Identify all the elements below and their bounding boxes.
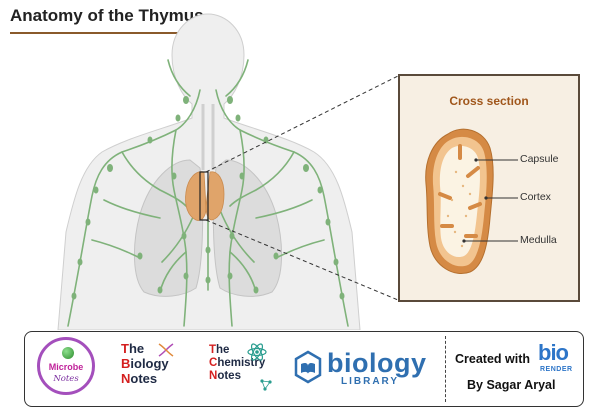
microbe-icon (62, 347, 74, 359)
biology-library-logo[interactable]: biology LIBRARY (293, 348, 439, 394)
cells (446, 170, 472, 248)
the-chemistry-notes-logo[interactable]: The Chemistry Notes (209, 342, 305, 402)
molecule-icon (260, 379, 272, 391)
cross-section-heading: Cross section (449, 94, 529, 108)
label-capsule: Capsule (520, 153, 559, 165)
hexagon-book-icon (294, 350, 322, 384)
biorender-logo[interactable]: bio (538, 340, 569, 365)
lymph-nodes (71, 96, 345, 300)
label-medulla: Medulla (520, 234, 557, 246)
trachea (201, 104, 215, 170)
title-underline (10, 32, 196, 34)
microbe-notes-logo[interactable]: Microbe Notes (25, 332, 105, 406)
thymus-cross-section (425, 128, 518, 274)
page-title: Anatomy of the Thymus (10, 6, 204, 25)
the-biology-notes-logo[interactable]: The Biology Notes (121, 340, 211, 400)
zoom-connector-top (205, 75, 399, 173)
thymus-anatomy-illustration (57, 13, 399, 330)
biorender-logo-subtext: RENDER (540, 366, 573, 373)
thymus-gland (185, 171, 225, 221)
body-silhouette (57, 13, 361, 330)
author-credit: By Sagar Aryal (467, 378, 556, 392)
credits-footer: Microbe Notes The Biology Notes The Chem… (24, 331, 584, 407)
septa (438, 144, 482, 238)
footer-divider (445, 336, 446, 402)
dna-icon (158, 343, 174, 357)
atom-icon (247, 343, 267, 361)
created-with-text: Created with (455, 352, 531, 366)
cross-section-panel: Cross section Capsule Cortex Medulla (398, 74, 580, 302)
label-cortex: Cortex (520, 191, 551, 203)
zoom-marker (199, 171, 209, 221)
